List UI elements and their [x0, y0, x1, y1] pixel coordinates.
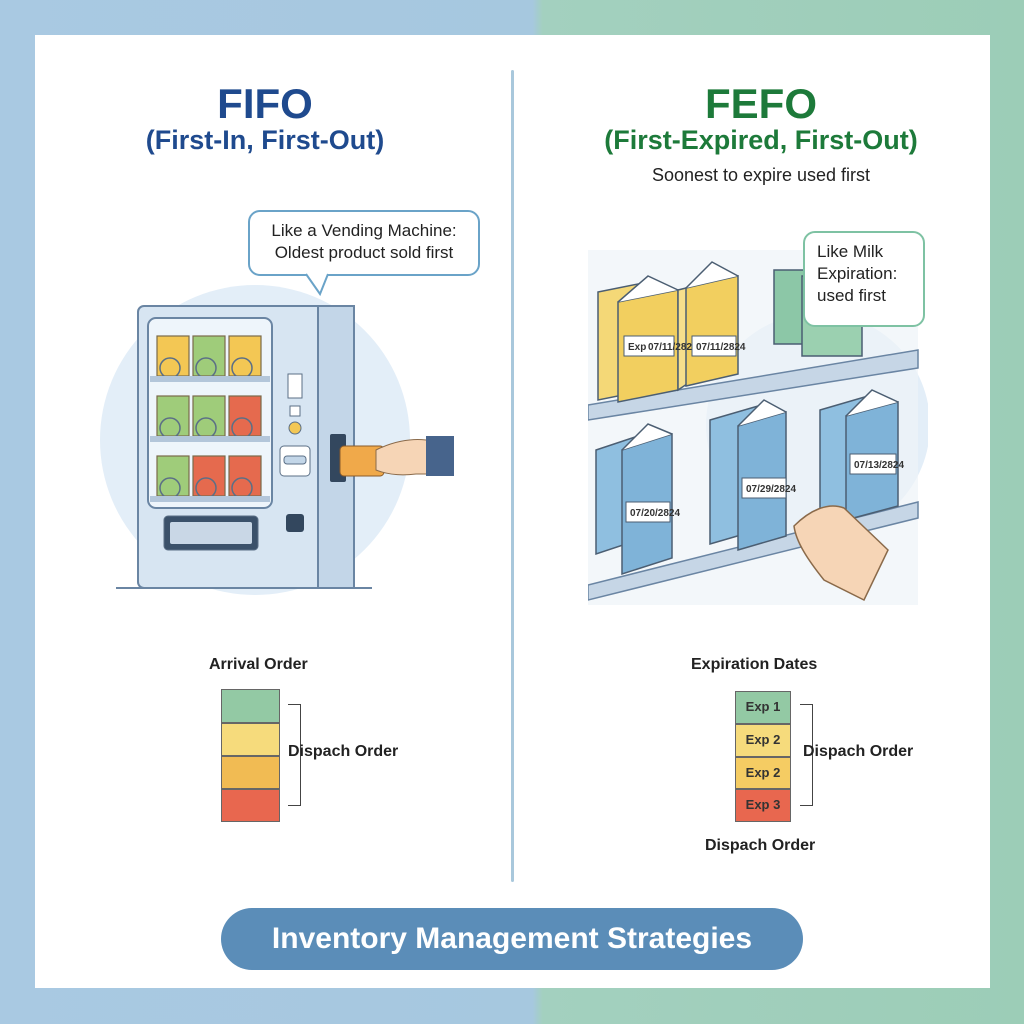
fefo-bottom-dispatch-label: Dispach Order [705, 837, 816, 854]
milk-shelf-icon: Exp 07/11/2824 07/11/2824 07/20/2824 07/… [588, 250, 928, 605]
fifo-bubble-line-2: Oldest product sold first [274, 243, 454, 262]
fefo-bubble-line-3: used first [817, 286, 886, 305]
vending-machine-icon [100, 285, 454, 595]
carton-date: 07/11/2824 [696, 342, 746, 353]
strategies-banner: Inventory Management Strategies [221, 908, 803, 970]
fefo-stack-box: Exp 2 [735, 757, 791, 789]
fifo-title: FIFO [217, 80, 313, 127]
fefo-dispatch-order-label: Dispach Order [803, 743, 914, 760]
fifo-stack-box [221, 723, 280, 756]
fefo-speech-bubble: Like Milk Expiration: used first [803, 231, 925, 327]
carton-date: 07/13/2824 [854, 460, 904, 471]
fifo-stack-box [221, 689, 280, 723]
fifo-subtitle: (First-In, First-Out) [145, 125, 385, 155]
fifo-bubble-line-1: Like a Vending Machine: [271, 221, 457, 240]
fefo-note: Soonest to expire used first [651, 165, 871, 185]
carton-date: 07/20/2824 [630, 508, 680, 519]
fifo-bubble-tail [305, 273, 329, 297]
fefo-stack-box: Exp 1 [735, 691, 791, 724]
fefo-subtitle: (First-Expired, First-Out) [604, 125, 918, 155]
fefo-dispatch-bracket [800, 704, 813, 806]
fefo-stack-box: Exp 2 [735, 724, 791, 757]
fifo-stack-box [221, 756, 280, 789]
fifo-dispatch-order-label: Dispach Order [288, 743, 399, 760]
fefo-bubble-line-2: Expiration: [817, 264, 898, 283]
fefo-bubble-line-1: Like Milk [817, 242, 884, 261]
fefo-title: FEFO [705, 80, 817, 127]
center-divider [511, 70, 514, 882]
fifo-stack-box [221, 789, 280, 822]
fifo-speech-bubble: Like a Vending Machine: Oldest product s… [248, 210, 480, 276]
fifo-arrival-order-label: Arrival Order [209, 656, 308, 673]
fefo-stack-box: Exp 3 [735, 789, 791, 822]
carton-date: 07/11/2824 [648, 342, 698, 353]
fefo-expiration-dates-label: Expiration Dates [691, 656, 818, 673]
carton-date: 07/29/2824 [746, 484, 796, 495]
carton-exp-label: Exp [628, 342, 646, 353]
fifo-dispatch-bracket [288, 704, 301, 806]
